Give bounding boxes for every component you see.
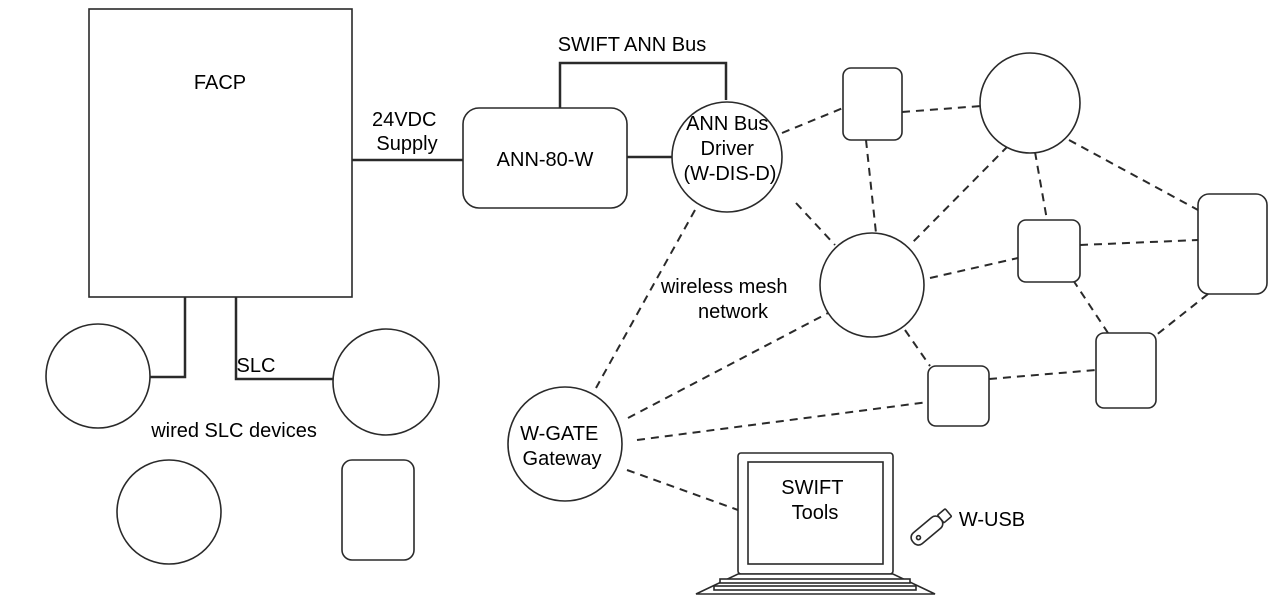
wireless-device-round — [979, 52, 1081, 154]
mesh-link — [1072, 279, 1109, 334]
supply-label: 24VDC Supply — [372, 109, 442, 155]
facp-label: FACP — [194, 72, 246, 94]
swift-tools-label-line2: Tools — [792, 502, 839, 524]
wireless-device-round — [819, 232, 925, 338]
ann-bus-driver-label-line3: (W-DIS-D) — [684, 163, 777, 185]
slc-label: SLC — [237, 355, 276, 377]
laptop-screen-inner — [747, 461, 884, 565]
wired-slc-device-square — [341, 459, 415, 561]
mesh-link — [1154, 293, 1209, 337]
mesh-link — [626, 469, 739, 511]
usb-dongle-plug — [937, 508, 952, 524]
mesh-link — [901, 105, 982, 113]
wired-slc-device-round — [45, 323, 151, 429]
ann-bus-driver-label: ANN Bus Driver (W-DIS-D) — [684, 113, 777, 185]
wired-slc-device-round — [116, 459, 222, 565]
ann-bus-driver-label-line1: ANN Bus — [686, 113, 768, 135]
swift-tools-label-line1: SWIFT — [781, 477, 843, 499]
mesh-link — [929, 257, 1019, 279]
mesh-link — [627, 311, 831, 419]
mesh-link — [865, 139, 877, 234]
wired-slc-device-round — [332, 328, 440, 436]
mesh-link — [1068, 139, 1199, 211]
laptop-keyboard-row — [719, 578, 911, 584]
w-gate-label-line1: W-GATE — [520, 423, 598, 445]
wired-connections — [150, 61, 728, 381]
w-gate-label-line2: Gateway — [523, 448, 602, 470]
usb-dongle-hole — [915, 534, 922, 541]
mesh-link — [1034, 151, 1048, 221]
wireless-device-square — [1017, 219, 1081, 283]
mesh-link — [1079, 239, 1199, 246]
usb-dongle-icon — [910, 508, 952, 546]
laptop-icon — [695, 452, 936, 595]
swift-ann-bus-label: SWIFT ANN Bus — [558, 34, 707, 56]
wireless-device-square — [1095, 332, 1157, 409]
ann-bus-driver-label-line2: Driver — [701, 138, 755, 160]
w-gate-gateway — [507, 386, 623, 502]
wireless-devices — [819, 52, 1268, 427]
wireless-device-square — [927, 365, 990, 427]
mesh-link — [636, 401, 929, 441]
slc-right-wire — [234, 297, 333, 381]
wired-slc-devices-label: wired SLC devices — [150, 420, 317, 442]
facp-panel — [88, 8, 353, 298]
slc-left-loop-wire — [150, 297, 187, 379]
ann-80-w-annunciator — [462, 107, 628, 209]
wireless-mesh-label-line1: wireless mesh — [660, 276, 788, 298]
mesh-link — [904, 329, 931, 367]
mesh-link — [595, 209, 696, 389]
mesh-link — [795, 202, 836, 246]
mesh-link — [781, 107, 844, 134]
w-usb-label: W-USB — [959, 509, 1025, 531]
w-gate-label: W-GATE Gateway — [520, 423, 604, 470]
swift-tools-label: SWIFT Tools — [781, 477, 848, 524]
supply-label-line2: Supply — [376, 133, 437, 155]
supply-label-line1: 24VDC — [372, 109, 436, 131]
mesh-link — [909, 145, 1009, 246]
laptop-keyboard-row — [713, 585, 917, 591]
wireless-mesh-label-line2: network — [698, 301, 769, 323]
wireless-device-square — [842, 67, 903, 141]
ann-80-w-label: ANN-80-W — [497, 149, 594, 171]
wireless-device-large — [1197, 193, 1268, 295]
wireless-mesh-links — [595, 105, 1209, 511]
ann-bus-driver-device — [671, 101, 783, 213]
ann-bus-wire — [558, 61, 728, 108]
wireless-mesh-label: wireless mesh network — [660, 276, 793, 323]
laptop-base — [695, 573, 936, 595]
mesh-link — [988, 369, 1097, 380]
